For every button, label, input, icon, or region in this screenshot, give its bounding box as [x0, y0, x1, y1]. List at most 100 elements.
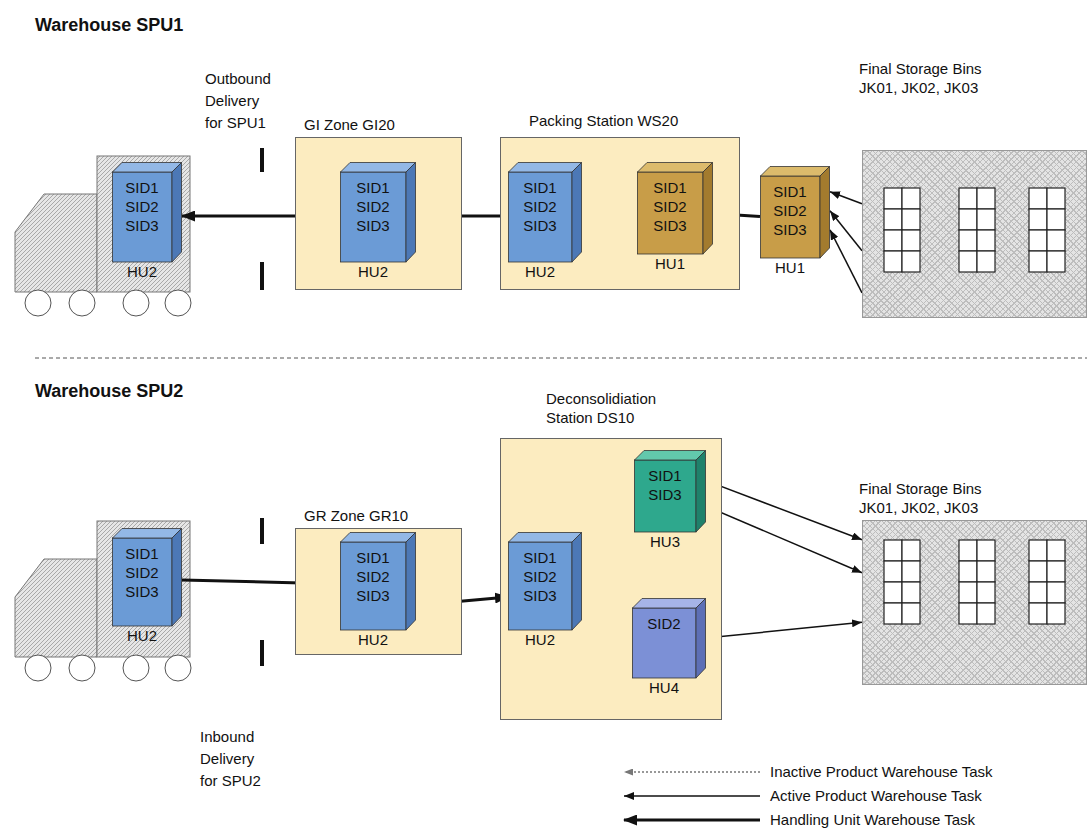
- bin-cell: [977, 230, 995, 251]
- sid-text: SID2: [508, 567, 572, 586]
- bin-cell: [977, 251, 995, 272]
- storage-bins: Final Storage Bins JK01, JK02, JK03: [862, 150, 1087, 318]
- sid-list: SID1SID2SID3: [340, 178, 406, 235]
- thin-task-arrow: [706, 622, 862, 638]
- sid-list: SID1SID2SID3: [508, 548, 572, 605]
- dock-gates: [260, 148, 264, 666]
- storage-bins: Final Storage Bins JK01, JK02, JK03: [862, 520, 1087, 685]
- thin-task-arrow: [830, 230, 862, 293]
- bin-cell: [1029, 230, 1047, 251]
- sid-text: SID3: [508, 216, 572, 235]
- sid-list: SID1SID2SID3: [112, 178, 172, 235]
- bin-cell: [959, 209, 977, 230]
- sid-list: SID1SID2SID3: [508, 178, 572, 235]
- cube-front: [761, 176, 821, 258]
- bin-cell: [959, 230, 977, 251]
- cube-front: [633, 608, 697, 678]
- zone-heading: Deconsolidiation Station DS10: [546, 389, 676, 427]
- legend-row: Handling Unit Warehouse Task: [622, 810, 975, 829]
- handling-unit: SID1SID2SID3HU1: [760, 166, 830, 278]
- bin-cell: [1047, 603, 1065, 624]
- handling-unit: SID2HU4: [632, 598, 706, 698]
- sid-list: SID1SID2SID3: [637, 178, 703, 235]
- bin-cell: [902, 603, 920, 624]
- legend-text: Active Product Warehouse Task: [770, 786, 982, 805]
- bin-cell: [959, 251, 977, 272]
- bin-cell: [977, 540, 995, 561]
- cube-top: [638, 163, 713, 173]
- legend-text: Handling Unit Warehouse Task: [770, 810, 975, 829]
- bin-cell: [1047, 188, 1065, 209]
- bin-cell: [1029, 251, 1047, 272]
- zone-heading: Final Storage Bins JK01, JK02, JK03: [859, 59, 999, 97]
- zone-heading: Final Storage Bins JK01, JK02, JK03: [859, 479, 999, 517]
- bin-cell: [1029, 209, 1047, 230]
- bin-cell: [1029, 582, 1047, 603]
- sid-text: SID3: [112, 582, 172, 601]
- cube-top: [341, 533, 416, 543]
- sid-text: SID2: [508, 197, 572, 216]
- cube-front: [341, 542, 407, 630]
- legend-sample: [622, 813, 762, 827]
- sid-text: SID1: [508, 548, 572, 567]
- sid-text: SID2: [632, 614, 696, 633]
- truck-spu1: [15, 156, 191, 316]
- cube-top: [341, 163, 416, 173]
- bin-cell: [884, 209, 902, 230]
- hu-name: HU2: [340, 263, 406, 281]
- sid-text: SID1: [112, 178, 172, 197]
- zone-box: GR Zone GR10SID1SID2SID3HU2: [295, 528, 462, 655]
- bin-cell: [902, 582, 920, 603]
- legend-row: Active Product Warehouse Task: [622, 786, 982, 805]
- sid-text: SID3: [508, 586, 572, 605]
- sid-text: SID3: [634, 485, 696, 504]
- cube-front: [509, 172, 573, 262]
- sid-list: SID1SID2SID3: [112, 544, 172, 601]
- bin-cell: [959, 188, 977, 209]
- cube-top: [509, 533, 582, 543]
- cube-side: [406, 163, 416, 263]
- bin-cell: [977, 188, 995, 209]
- sid-text: SID3: [340, 586, 406, 605]
- sid-text: SID3: [637, 216, 703, 235]
- cube-front: [638, 172, 704, 254]
- bin-cell: [977, 561, 995, 582]
- sid-text: SID1: [340, 548, 406, 567]
- bin-cell: [1029, 603, 1047, 624]
- sid-text: SID1: [760, 182, 820, 201]
- bin-cell: [902, 230, 920, 251]
- handling-unit: SID1SID2SID3HU2: [508, 162, 582, 282]
- bin-cell: [1029, 188, 1047, 209]
- bin-cell: [884, 230, 902, 251]
- hu-name: HU3: [634, 533, 696, 551]
- bin-cell: [884, 561, 902, 582]
- sid-text: SID2: [112, 197, 172, 216]
- bin-cell: [902, 209, 920, 230]
- handling-unit: SID1SID2SID3HU2: [112, 528, 182, 646]
- hu-name: HU2: [112, 263, 172, 281]
- cube-top: [509, 163, 582, 173]
- bin-grid: [862, 150, 1087, 318]
- cube-top: [113, 163, 182, 173]
- cube-shape: [632, 598, 706, 679]
- thin-task-arrow: [706, 506, 862, 573]
- zone-heading: Packing Station WS20: [529, 111, 678, 130]
- bin-cell: [977, 603, 995, 624]
- hu-name: HU2: [508, 263, 572, 281]
- sid-text: SID3: [112, 216, 172, 235]
- cube-front: [635, 460, 697, 532]
- thin-task-arrow: [830, 192, 862, 204]
- bin-cell: [959, 540, 977, 561]
- handling-unit: SID1SID2SID3HU2: [340, 162, 416, 282]
- bin-cell: [959, 561, 977, 582]
- sid-list: SID1SID3: [634, 466, 696, 504]
- sid-text: SID2: [637, 197, 703, 216]
- sid-text: SID1: [112, 544, 172, 563]
- cube-front: [113, 172, 173, 262]
- sid-text: SID2: [112, 563, 172, 582]
- sid-text: SID2: [760, 201, 820, 220]
- hu-name: HU2: [112, 627, 172, 645]
- cube-top: [633, 599, 706, 609]
- cube-top: [113, 529, 182, 539]
- cube-side: [572, 163, 582, 263]
